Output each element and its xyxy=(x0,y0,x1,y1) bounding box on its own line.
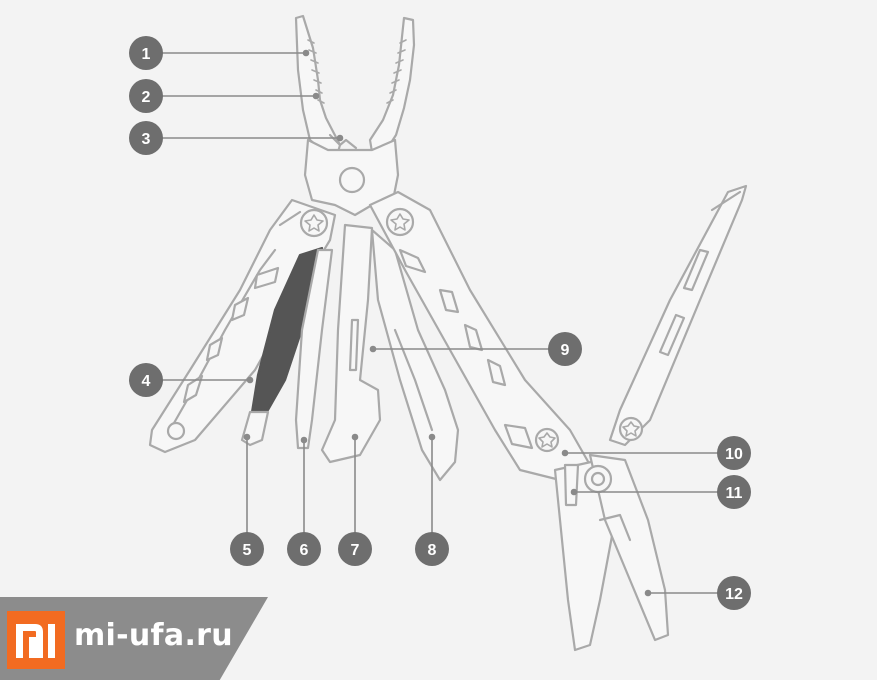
callout-10: 10 xyxy=(717,436,751,470)
plier-serration-left xyxy=(307,39,325,104)
knife-blade xyxy=(370,228,460,482)
callout-10-badge xyxy=(717,436,751,470)
leader-9-dot xyxy=(369,345,377,353)
callout-12: 12 xyxy=(717,576,751,610)
callout-12-number: 12 xyxy=(725,586,743,603)
handle-left-slot-a xyxy=(253,266,280,290)
scissors-arm-slot-a xyxy=(682,248,710,292)
handle-right-pivot xyxy=(385,207,415,237)
callout-4-badge xyxy=(129,363,163,397)
plier-jaw-left xyxy=(294,14,342,155)
wire-cutter-notch xyxy=(328,133,358,150)
screwdriver-blade xyxy=(294,248,334,450)
callout-7: 7 xyxy=(338,532,372,566)
bottle-opener-slot xyxy=(348,318,360,372)
callout-2: 2 xyxy=(129,79,163,113)
callout-3-badge xyxy=(129,121,163,155)
scissors-arm-star xyxy=(622,421,640,437)
callout-8-number: 8 xyxy=(428,542,437,559)
handle-left-slot-c xyxy=(205,336,224,362)
plier-jaw-right xyxy=(368,16,416,154)
plier-serration-right xyxy=(386,39,407,104)
callouts: 1 2 3 4 5 6 7 8 xyxy=(129,36,751,610)
leader-10-dot xyxy=(561,449,569,457)
leader-3-dot xyxy=(336,134,344,142)
callout-4-number: 4 xyxy=(142,373,151,390)
callout-1: 1 xyxy=(129,36,163,70)
leader-lines xyxy=(146,49,734,597)
callout-2-badge xyxy=(129,79,163,113)
scissors-blade-inner xyxy=(598,513,632,542)
callout-12-badge xyxy=(717,576,751,610)
handle-right-slot-c xyxy=(463,323,484,352)
leader-1-dot xyxy=(302,49,310,57)
callout-5-badge xyxy=(230,532,264,566)
callout-7-badge xyxy=(338,532,372,566)
callout-5-number: 5 xyxy=(243,542,252,559)
leader-7-dot xyxy=(351,433,359,441)
callout-7-number: 7 xyxy=(351,542,360,559)
callout-5: 5 xyxy=(230,532,264,566)
callout-3-number: 3 xyxy=(142,131,151,148)
callout-11-badge xyxy=(717,475,751,509)
handle-left-pivot xyxy=(299,208,329,238)
handle-left-inner xyxy=(168,210,302,432)
mi-logo-icon xyxy=(7,611,65,669)
handle-left-pivot-star xyxy=(304,214,324,232)
leader-4-dot xyxy=(246,376,254,384)
handle-left-slot-d xyxy=(182,374,204,404)
handle-right-slot-b xyxy=(438,288,460,314)
handle-right-pivot-star xyxy=(390,213,410,231)
handle-left-end-screw xyxy=(166,421,186,441)
handle-right-slot-d xyxy=(486,358,507,387)
handle-right-end-star xyxy=(538,432,556,448)
callout-9-badge xyxy=(548,332,582,366)
callout-1-badge xyxy=(129,36,163,70)
leader-5-dot xyxy=(243,433,251,441)
handle-left-slot-b xyxy=(230,296,250,322)
callout-11-number: 11 xyxy=(726,485,743,502)
callout-9-number: 9 xyxy=(561,342,570,359)
leader-11-dot xyxy=(570,488,578,496)
callout-1-number: 1 xyxy=(142,46,151,63)
handle-right-slot-a xyxy=(398,248,427,274)
callout-6-badge xyxy=(287,532,321,566)
watermark-banner: mi-ufa.ru xyxy=(0,597,268,680)
scissors-pivot-inner xyxy=(590,471,606,487)
callout-8-badge xyxy=(415,532,449,566)
callout-4: 4 xyxy=(129,363,163,397)
leader-2-dot xyxy=(312,92,320,100)
leader-6-dot xyxy=(300,436,308,444)
leader-12-dot xyxy=(644,589,652,597)
callout-11: 11 xyxy=(717,475,751,509)
lanyard-loop xyxy=(563,463,580,507)
callout-8: 8 xyxy=(415,532,449,566)
leader-8-dot xyxy=(428,433,436,441)
callout-6-number: 6 xyxy=(300,542,309,559)
callout-2-number: 2 xyxy=(142,89,151,106)
callout-3: 3 xyxy=(129,121,163,155)
callout-10-number: 10 xyxy=(725,446,743,463)
callout-9: 9 xyxy=(548,332,582,366)
scissors-arm-tip xyxy=(710,190,742,212)
watermark-text: mi-ufa.ru xyxy=(74,618,233,653)
knife-blade-edge xyxy=(393,328,434,432)
handle-right-slot-e xyxy=(503,423,534,450)
plier-pivot-hole xyxy=(338,166,366,194)
callout-6: 6 xyxy=(287,532,321,566)
scissors-arm-slot-b xyxy=(658,313,686,357)
